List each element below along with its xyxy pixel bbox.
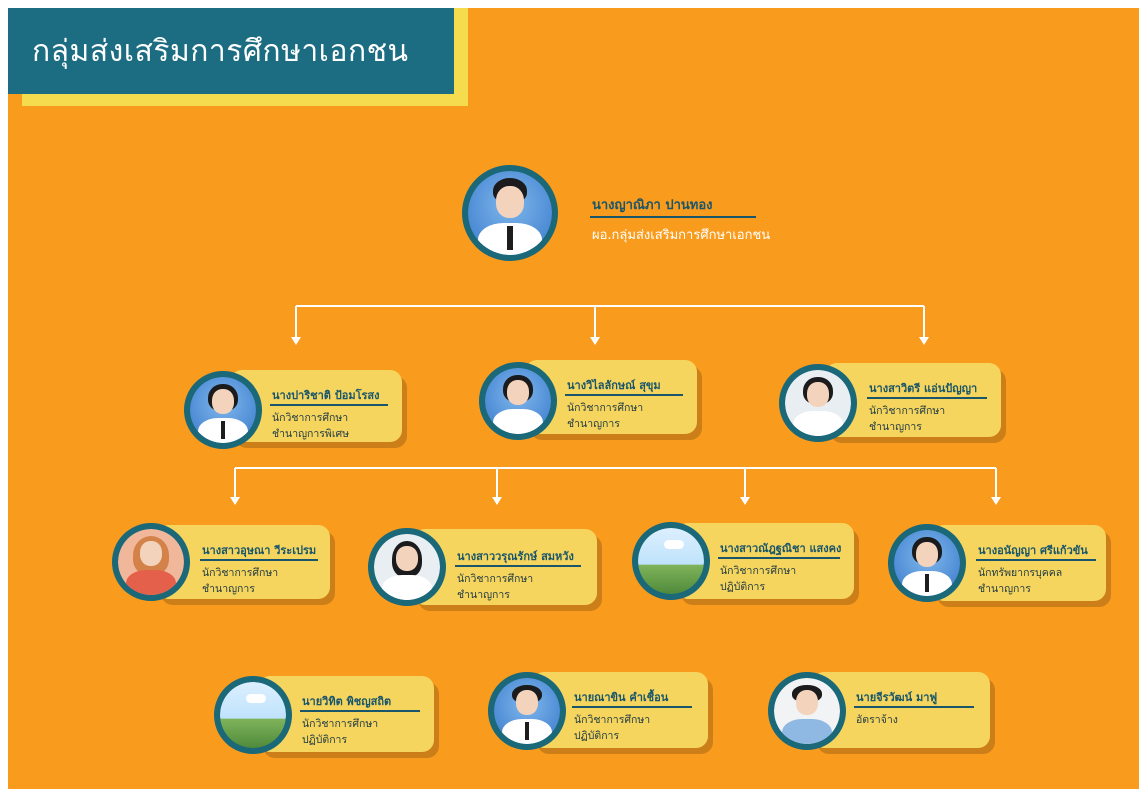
row1-avatar-1 (184, 371, 262, 449)
director-rule (590, 216, 756, 218)
row1-role2-1: ชำนาญการพิเศษ (272, 428, 350, 440)
row1-name-2: นางวิไลลักษณ์ สุขุม (567, 379, 661, 392)
row2-role2-4: ชำนาญการ (978, 583, 1031, 595)
row2-role1-4: นักทรัพยากรบุคคล (978, 567, 1063, 579)
row2-role1-1: นักวิชาการศึกษา (202, 567, 279, 579)
row2-role1-3: นักวิชาการศึกษา (720, 565, 797, 577)
title-banner: กลุ่มส่งเสริมการศึกษาเอกชน (8, 8, 454, 94)
row2-role2-2: ชำนาญการ (457, 589, 510, 601)
row2-name-1: นางสาวอุษณา วีระเปรม (202, 544, 317, 557)
row2-role1-2: นักวิชาการศึกษา (457, 573, 534, 585)
row1-card-3: นางสาวิตรี แอ่นปัญญา นักวิชาการศึกษา ชำน… (825, 363, 1001, 437)
row2-avatar-4 (888, 524, 966, 602)
row1-rule-1 (270, 404, 388, 406)
row1-role1-2: นักวิชาการศึกษา (567, 402, 644, 414)
row2-rule-2 (455, 565, 581, 567)
row3-name-3: นายจีรวัฒน์ มาฟู (856, 691, 938, 704)
page-title: กลุ่มส่งเสริมการศึกษาเอกชน (32, 33, 409, 69)
director-name: นางญาณิภา ปานทอง (592, 198, 713, 213)
director-avatar (462, 165, 558, 261)
cloud-icon (664, 539, 685, 550)
org-connectors (230, 305, 1001, 505)
row2-name-4: นางอนัญญา ศรีแก้วขัน (978, 544, 1088, 557)
row2-role2-1: ชำนาญการ (202, 583, 255, 595)
row2-avatar-2 (368, 528, 446, 606)
row3-rule-1 (300, 710, 420, 712)
cloud-icon (246, 693, 267, 704)
row1-avatar-3 (779, 364, 857, 442)
row2-avatar-3 (632, 522, 710, 600)
row3-avatar-2 (488, 672, 566, 750)
row1-avatar-2 (479, 362, 557, 440)
row3-avatar-1 (214, 676, 292, 754)
row3-rule-2 (572, 706, 692, 708)
row3-role1-2: นักวิชาการศึกษา (574, 714, 651, 726)
row3-role2-2: ปฏิบัติการ (574, 730, 620, 742)
row2-name-2: นางสาววรุณรักษ์ สมหวัง (457, 550, 574, 563)
row2-rule-3 (718, 557, 840, 559)
row2-card-4: นางอนัญญา ศรีแก้วขัน นักทรัพยากรบุคคล ชำ… (932, 525, 1106, 601)
row1-rule-3 (867, 397, 987, 399)
row1-role1-3: นักวิชาการศึกษา (869, 405, 946, 417)
row3-role2-1: ปฏิบัติการ (302, 734, 348, 746)
row2-name-3: นางสาวณัฎฐณิชา แสงคง (720, 542, 842, 555)
row1-role2-3: ชำนาญการ (869, 421, 922, 433)
director-role: ผอ.กลุ่มส่งเสริมการศึกษาเอกชน (592, 228, 771, 243)
row1-role1-1: นักวิชาการศึกษา (272, 412, 349, 424)
row2-rule-4 (976, 559, 1096, 561)
row1-role2-2: ชำนาญการ (567, 418, 620, 430)
row2-rule-1 (200, 559, 318, 561)
row2-avatar-1 (112, 523, 190, 601)
row2-role2-3: ปฏิบัติการ (720, 581, 766, 593)
row3-name-2: นายณาขิน คำเชื้อน (574, 691, 669, 704)
org-chart-canvas: กลุ่มส่งเสริมการศึกษาเอกชน (8, 8, 1139, 789)
row1-rule-2 (565, 394, 683, 396)
row3-role1-3: อัตราจ้าง (856, 714, 898, 726)
row3-avatar-3 (768, 672, 846, 750)
row1-name-3: นางสาวิตรี แอ่นปัญญา (869, 382, 978, 395)
row1-name-1: นางปาริชาติ ป้อมโรสง (272, 389, 380, 402)
row3-role1-1: นักวิชาการศึกษา (302, 718, 379, 730)
row3-name-1: นายวิทิต พิชญสถิต (302, 695, 392, 708)
row3-card-1: นายวิทิต พิชญสถิต นักวิชาการศึกษา ปฏิบัต… (258, 676, 434, 752)
row2-card-1: นางสาวอุษณา วีระเปรม นักวิชาการศึกษา ชำน… (156, 525, 330, 599)
row3-rule-3 (854, 706, 974, 708)
